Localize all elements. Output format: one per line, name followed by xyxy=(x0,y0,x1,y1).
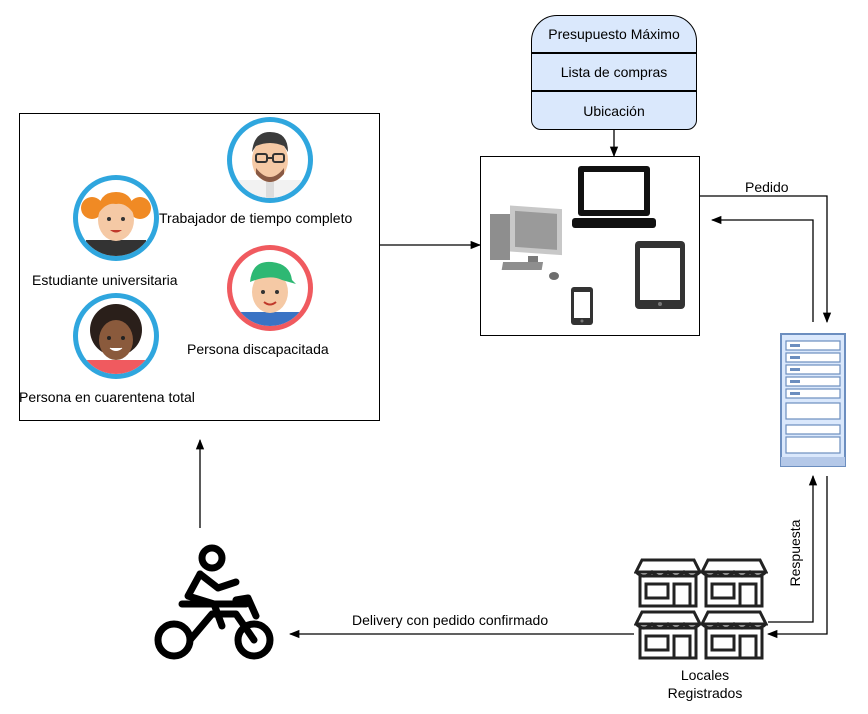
stack-label: Presupuesto Máximo xyxy=(548,26,680,42)
person-label-discapacitada: Persona discapacitada xyxy=(187,341,329,357)
server-rack-icon xyxy=(780,333,846,467)
woman-curly-hair-avatar-icon xyxy=(73,293,159,379)
man-with-glasses-avatar-icon xyxy=(227,117,313,203)
delivery-motorcycle-icon xyxy=(154,544,274,660)
storefront-icon xyxy=(634,558,768,660)
stack-label: Ubicación xyxy=(583,102,645,119)
users-box xyxy=(19,113,380,421)
girl-with-pigtails-avatar-icon xyxy=(73,175,159,261)
desktop-computer-icon xyxy=(490,205,562,280)
arrow-server-to-devices xyxy=(710,215,814,322)
person-label-cuarentena: Persona en cuarentena total xyxy=(19,389,195,405)
stack-item-ubicacion: Ubicación xyxy=(531,91,697,130)
arrow-respuesta xyxy=(768,474,818,623)
stores-label-line2: Registrados xyxy=(667,685,743,701)
stores-label-line1: Locales xyxy=(680,667,730,683)
person-label-trabajador: Trabajador de tiempo completo xyxy=(159,210,353,226)
edge-label-respuesta: Respuesta xyxy=(787,519,803,587)
smartphone-icon xyxy=(571,287,593,325)
stack-item-lista: Lista de compras xyxy=(531,53,697,91)
edge-label-delivery: Delivery con pedido confirmado xyxy=(352,612,549,628)
stores-label: Locales Registrados xyxy=(640,666,770,702)
edge-label-pedido: Pedido xyxy=(745,179,789,195)
boy-with-green-cap-avatar-icon xyxy=(227,245,313,331)
arrow-server-to-stores xyxy=(766,476,828,639)
person-label-estudiante: Estudiante universitaria xyxy=(32,272,178,288)
arrow-pedido xyxy=(700,195,832,324)
tablet-icon xyxy=(635,241,685,309)
stack-item-presupuesto: Presupuesto Máximo xyxy=(531,15,697,53)
laptop-icon xyxy=(572,166,656,228)
stack-label: Lista de compras xyxy=(560,64,668,80)
